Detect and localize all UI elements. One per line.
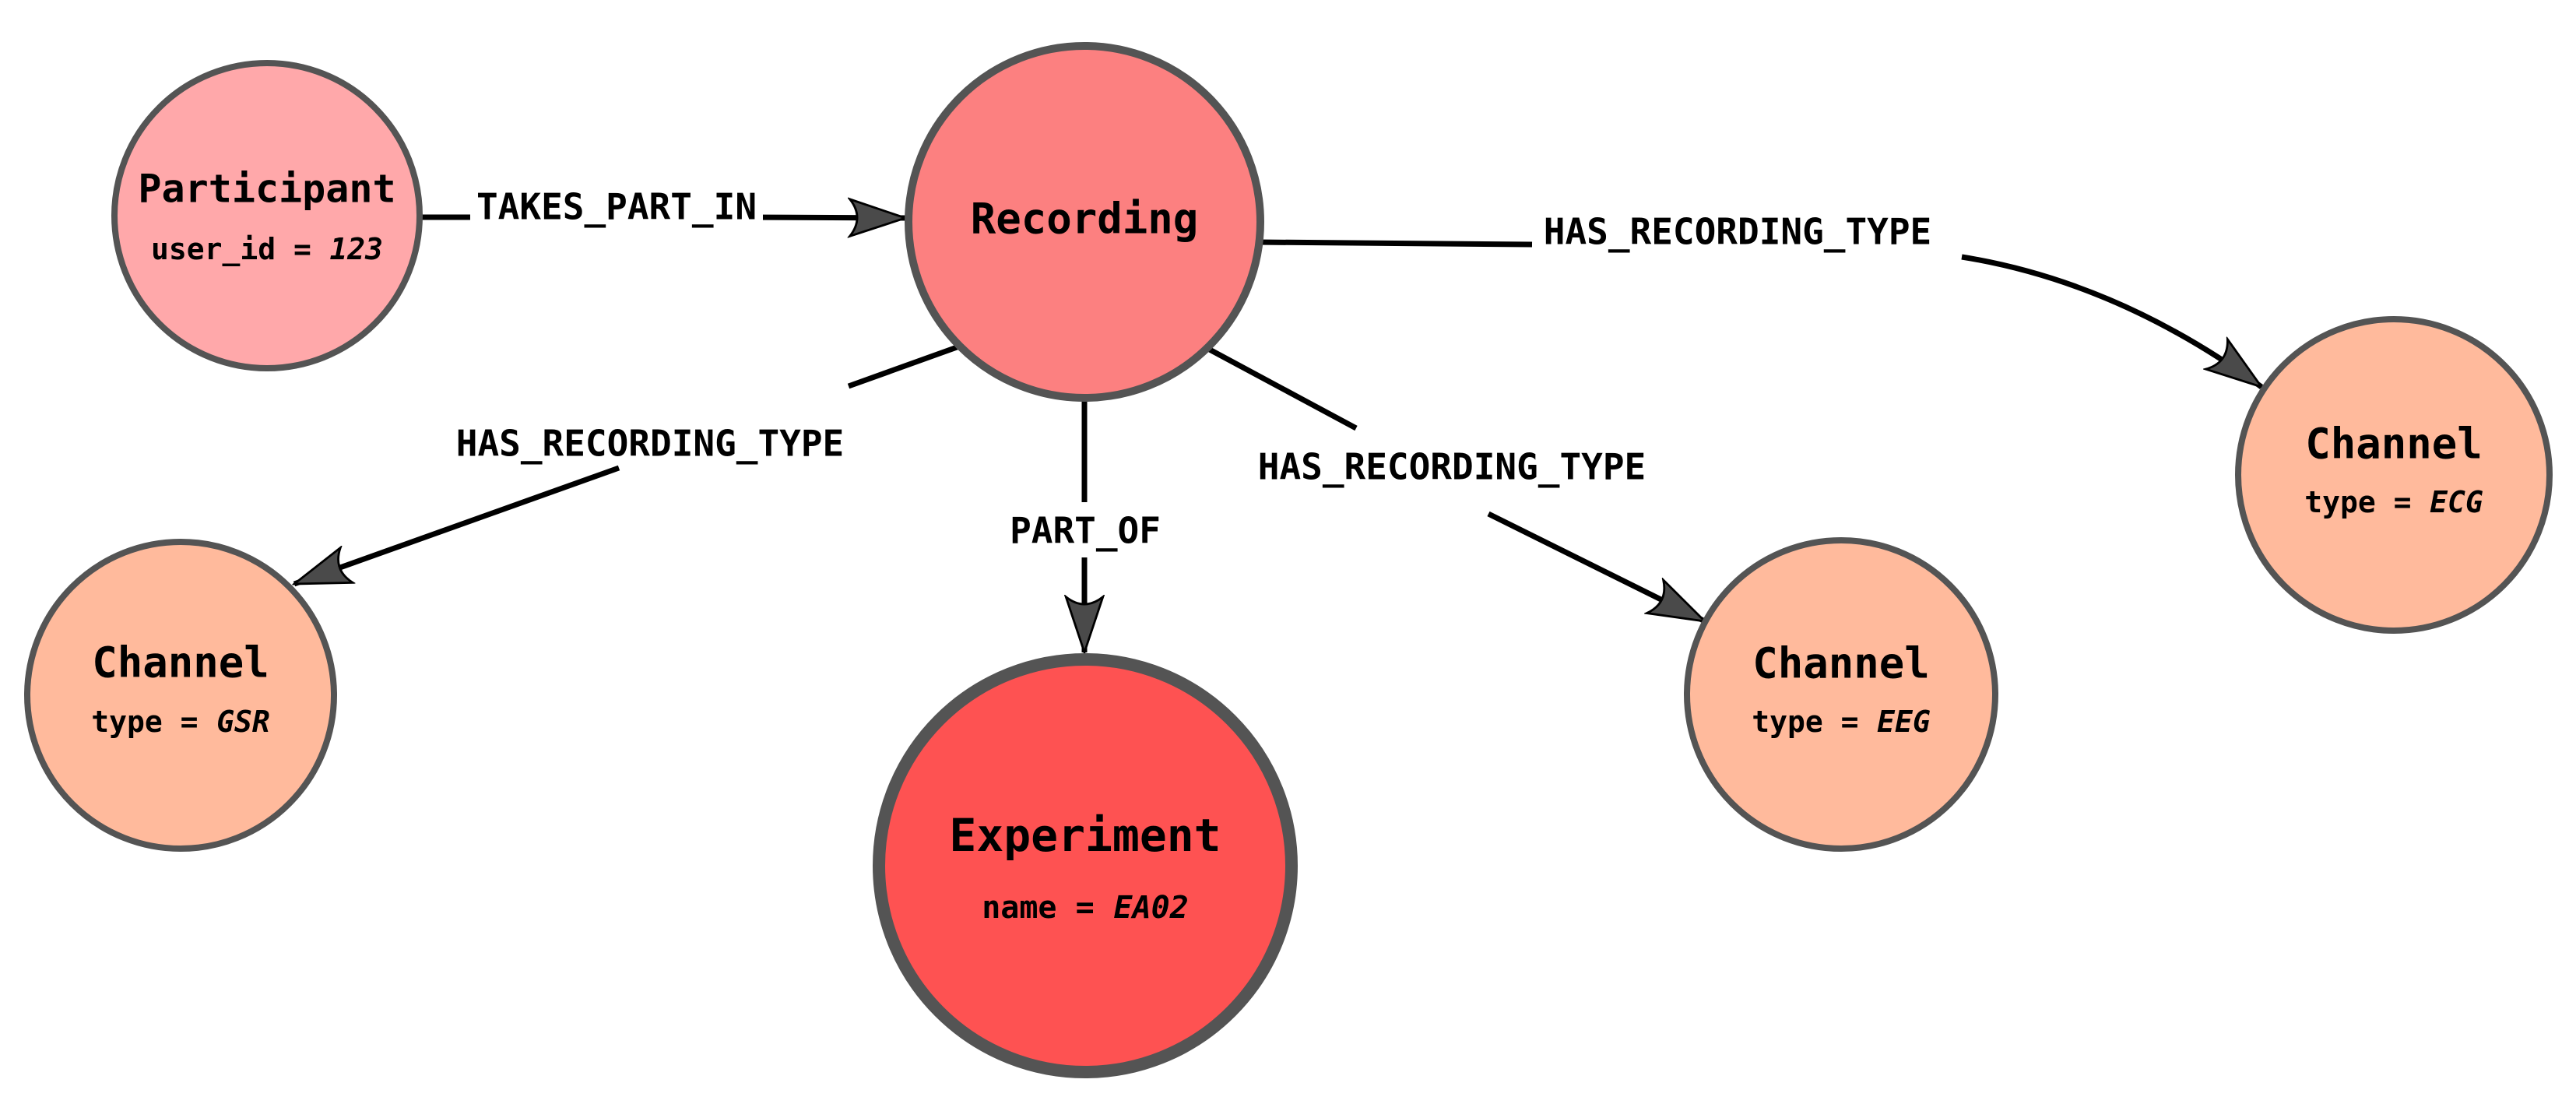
node-experiment-circle [873, 653, 1298, 1078]
node-channel-gsr-circle [24, 539, 337, 852]
node-experiment-label: Experiment [949, 809, 1221, 863]
edge-has-recording-type-gsr-segment-a [847, 343, 961, 389]
property-key: type = [2304, 485, 2412, 520]
node-recording-circle [905, 42, 1264, 402]
property-value: GSR [216, 705, 270, 740]
node-recording-label: Recording [970, 194, 1199, 244]
edge-has-recording-type-ecg-segment-b [1961, 254, 2261, 389]
property-key: user_id = [150, 232, 311, 267]
node-participant-circle [111, 60, 423, 371]
node-channel-gsr-label: Channel [92, 638, 269, 687]
edge-label-has-recording-type-eeg: HAS_RECORDING_TYPE [1251, 448, 1653, 487]
property-value: EEG [1877, 705, 1931, 740]
edge-label-has-recording-type-gsr: HAS_RECORDING_TYPE [449, 424, 851, 464]
node-participant-properties: user_id = 123 [150, 232, 384, 267]
node-channel-gsr-properties: type = GSR [91, 705, 270, 740]
property-value: ECG [2430, 485, 2483, 520]
property-value: 123 [329, 232, 384, 267]
property-key: name = [982, 890, 1095, 926]
node-channel-eeg-label: Channel [1752, 638, 1930, 688]
edge-has-recording-type-gsr-segment-b [294, 465, 620, 587]
node-channel-ecg-circle [2235, 316, 2553, 634]
node-channel-ecg-properties: type = ECG [2304, 485, 2483, 520]
edge-takes-part-in-segment-b [740, 217, 905, 218]
property-key: type = [1752, 705, 1859, 740]
edge-label-takes-part-in: TAKES_PART_IN [469, 188, 764, 227]
edge-has-recording-type-eeg-segment-b [1487, 511, 1705, 624]
node-experiment-properties: name = EA02 [982, 891, 1189, 925]
node-participant-label: Participant [138, 166, 396, 212]
node-channel-eeg-properties: type = EEG [1752, 705, 1931, 740]
edge-has-recording-type-eeg-segment-a [1207, 346, 1358, 431]
property-value: EA02 [1113, 890, 1189, 926]
edge-label-has-recording-type-ecg: HAS_RECORDING_TYPE [1537, 213, 1938, 252]
edge-label-part-of: PART_OF [1003, 512, 1167, 551]
node-channel-ecg-label: Channel [2305, 419, 2483, 469]
node-channel-eeg-circle [1684, 537, 1998, 852]
property-key: type = [91, 705, 199, 740]
edge-has-recording-type-ecg-segment-a [1256, 239, 1533, 248]
